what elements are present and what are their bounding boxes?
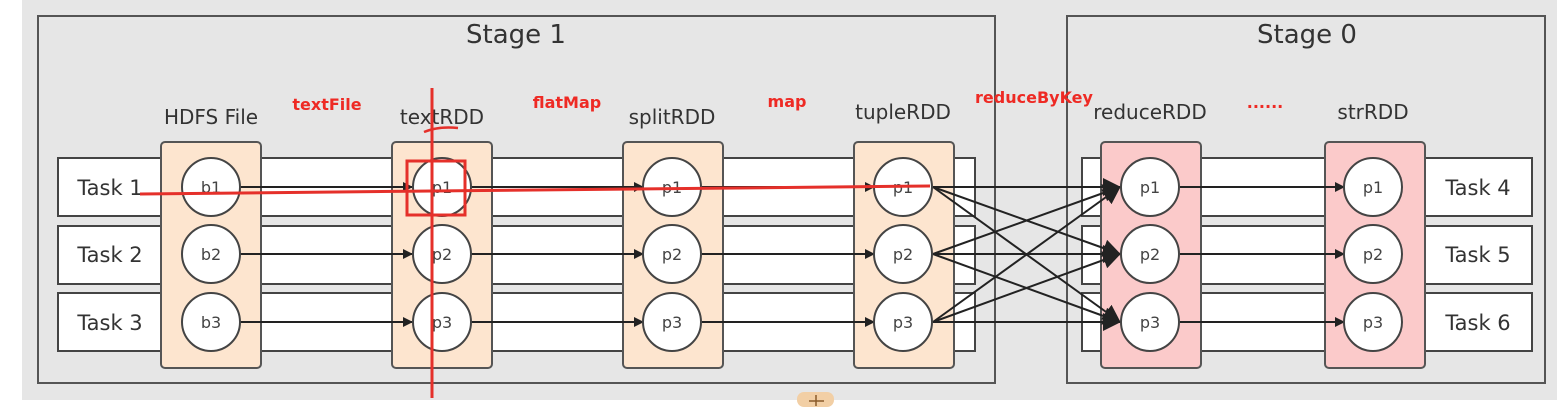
split-rdd-partitions: p1 p2 p3 [642, 157, 702, 352]
text-rdd-p1-label: p1 [432, 178, 452, 197]
reduce-rdd-p3-label: p3 [1140, 313, 1160, 332]
split-rdd-p3-label: p3 [662, 313, 682, 332]
text-rdd-partitions: p1 p2 p3 [412, 157, 472, 352]
reduce-rdd-label: reduceRDD [1093, 100, 1206, 124]
reduce-rdd-p2-label: p2 [1140, 245, 1160, 264]
str-rdd-p3-circle [1343, 292, 1403, 352]
red-annotations [139, 88, 931, 398]
split-rdd-p2-circle [642, 224, 702, 284]
task-5-label: Task 5 [1444, 243, 1510, 267]
text-rdd-p3-label: p3 [432, 313, 452, 332]
text-rdd-p3-circle [412, 292, 472, 352]
partition-b3-circle [181, 292, 241, 352]
str-rdd-p3-label: p3 [1363, 313, 1383, 332]
str-rdd-label: strRDD [1337, 100, 1408, 124]
reduce-rdd-p1-circle [1120, 157, 1180, 217]
annotation-underline [423, 126, 459, 134]
hdfs-file-label: HDFS File [164, 105, 258, 129]
tuple-rdd-p2-circle [873, 224, 933, 284]
task-6-label: Task 6 [1444, 311, 1510, 335]
stage-0-box [1066, 15, 1546, 384]
str-rdd-p2-label: p2 [1363, 245, 1383, 264]
partition-b3-label: b3 [201, 313, 221, 332]
task-1-label: Task 1 [76, 176, 142, 200]
tuple-rdd-p2-label: p2 [893, 245, 913, 264]
partition-b2-label: b2 [201, 245, 221, 264]
op-reducebykey-label: reduceByKey [975, 88, 1094, 107]
op-flatmap-label: flatMap [533, 93, 601, 112]
split-rdd-p2-label: p2 [662, 245, 682, 264]
stage-1-title: Stage 1 [466, 20, 566, 50]
shuffle-arrows [932, 178, 1121, 331]
shuffle-2-1 [932, 184, 1121, 255]
hdfs-partitions: b1 b2 b3 [181, 157, 241, 352]
stage-0-title: Stage 0 [1257, 20, 1357, 50]
reduce-rdd-p1-label: p1 [1140, 178, 1160, 197]
reduce-rdd-p2-circle [1120, 224, 1180, 284]
shuffle-3-2 [932, 251, 1121, 323]
split-rdd-p3-circle [642, 292, 702, 352]
text-rdd-p2-circle [412, 224, 472, 284]
op-map-label: map [768, 92, 807, 111]
str-rdd-p1-label: p1 [1363, 178, 1383, 197]
op-ellipsis-label: ...... [1247, 93, 1283, 112]
task-2-label: Task 2 [76, 243, 142, 267]
str-rdd-p2-circle [1343, 224, 1403, 284]
split-rdd-label: splitRDD [629, 105, 716, 129]
partition-b1-circle [181, 157, 241, 217]
partition-b2-circle [181, 224, 241, 284]
tuple-rdd-label: tupleRDD [855, 100, 951, 124]
str-rdd-p1-circle [1343, 157, 1403, 217]
stage-1-box [37, 15, 996, 384]
task-4-label: Task 4 [1444, 176, 1510, 200]
op-textfile-label: textFile [292, 95, 361, 114]
tuple-rdd-p3-label: p3 [893, 313, 913, 332]
text-rdd-p2-label: p2 [432, 245, 452, 264]
annotation-highlight-box [405, 159, 467, 217]
text-rdd-label: textRDD [400, 105, 484, 129]
reduce-rdd-p3-circle [1120, 292, 1180, 352]
annotation-task1-line [139, 184, 931, 196]
shuffle-3-1 [932, 186, 1121, 323]
tuple-rdd-p3-circle [873, 292, 933, 352]
move-handle-icon[interactable] [797, 392, 834, 407]
reduce-rdd-partitions: p1 p2 p3 [1120, 157, 1180, 352]
str-rdd-partitions: p1 p2 p3 [1343, 157, 1403, 352]
task-3-label: Task 3 [76, 311, 142, 335]
